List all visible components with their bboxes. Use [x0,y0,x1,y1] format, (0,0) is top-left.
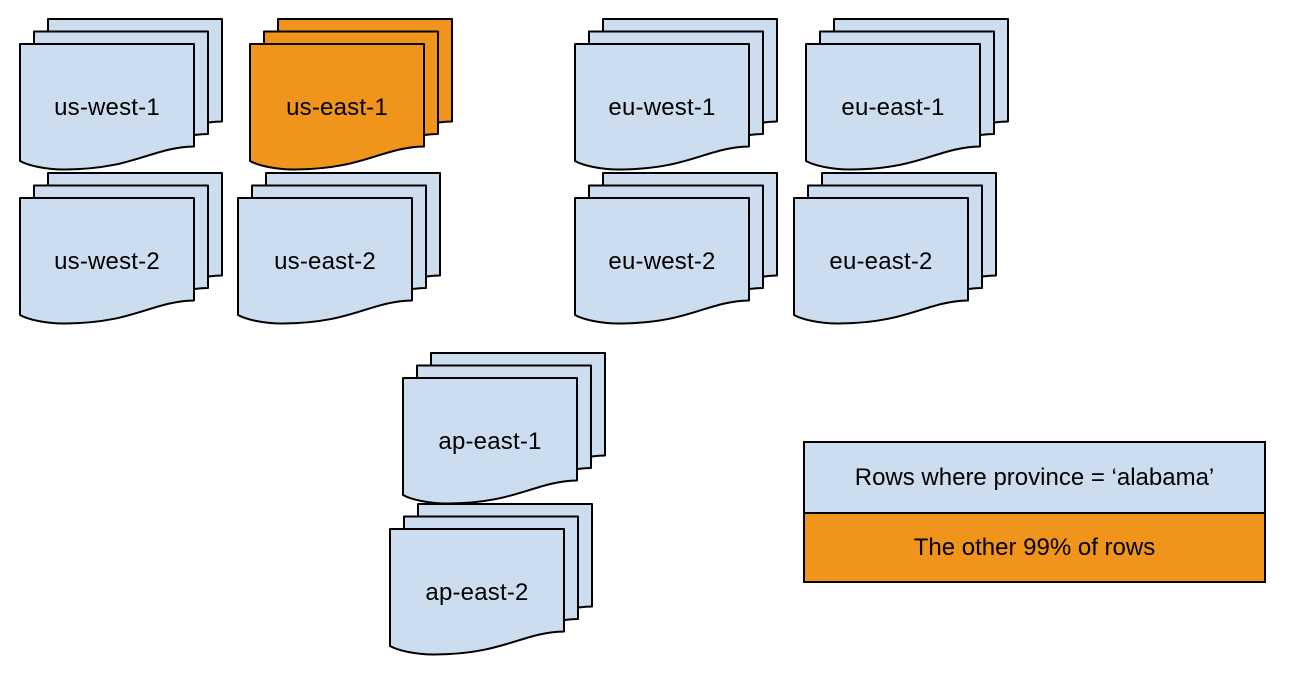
region-stack-us-west-1: us-west-1 [19,18,225,174]
region-stack-us-east-2: us-east-2 [237,172,443,328]
document-stack-icon [389,503,593,656]
document-stack-icon [793,172,997,325]
legend-item-alabama-rows: Rows where province = ‘alabama’ [805,443,1264,512]
document-stack-icon [805,18,1009,171]
region-stack-us-east-1: us-east-1 [249,18,455,174]
region-stack-eu-west-2: eu-west-2 [574,172,780,328]
document-stack-icon [574,172,778,325]
region-stack-ap-east-2: ap-east-2 [389,503,595,659]
document-stack-icon [574,18,778,171]
region-stack-us-west-2: us-west-2 [19,172,225,328]
document-stack-icon [237,172,441,325]
document-stack-icon [249,18,453,171]
document-stack-icon [19,18,223,171]
legend-item-label: Rows where province = ‘alabama’ [854,463,1215,491]
document-stack-icon [402,352,606,505]
legend-item-other-rows: The other 99% of rows [805,512,1264,581]
region-stack-eu-west-1: eu-west-1 [574,18,780,174]
document-stack-icon [19,172,223,325]
region-stack-ap-east-1: ap-east-1 [402,352,608,508]
region-stack-eu-east-2: eu-east-2 [793,172,999,328]
region-stack-eu-east-1: eu-east-1 [805,18,1011,174]
legend: Rows where province = ‘alabama’ The othe… [803,441,1266,583]
legend-item-label: The other 99% of rows [913,533,1156,561]
